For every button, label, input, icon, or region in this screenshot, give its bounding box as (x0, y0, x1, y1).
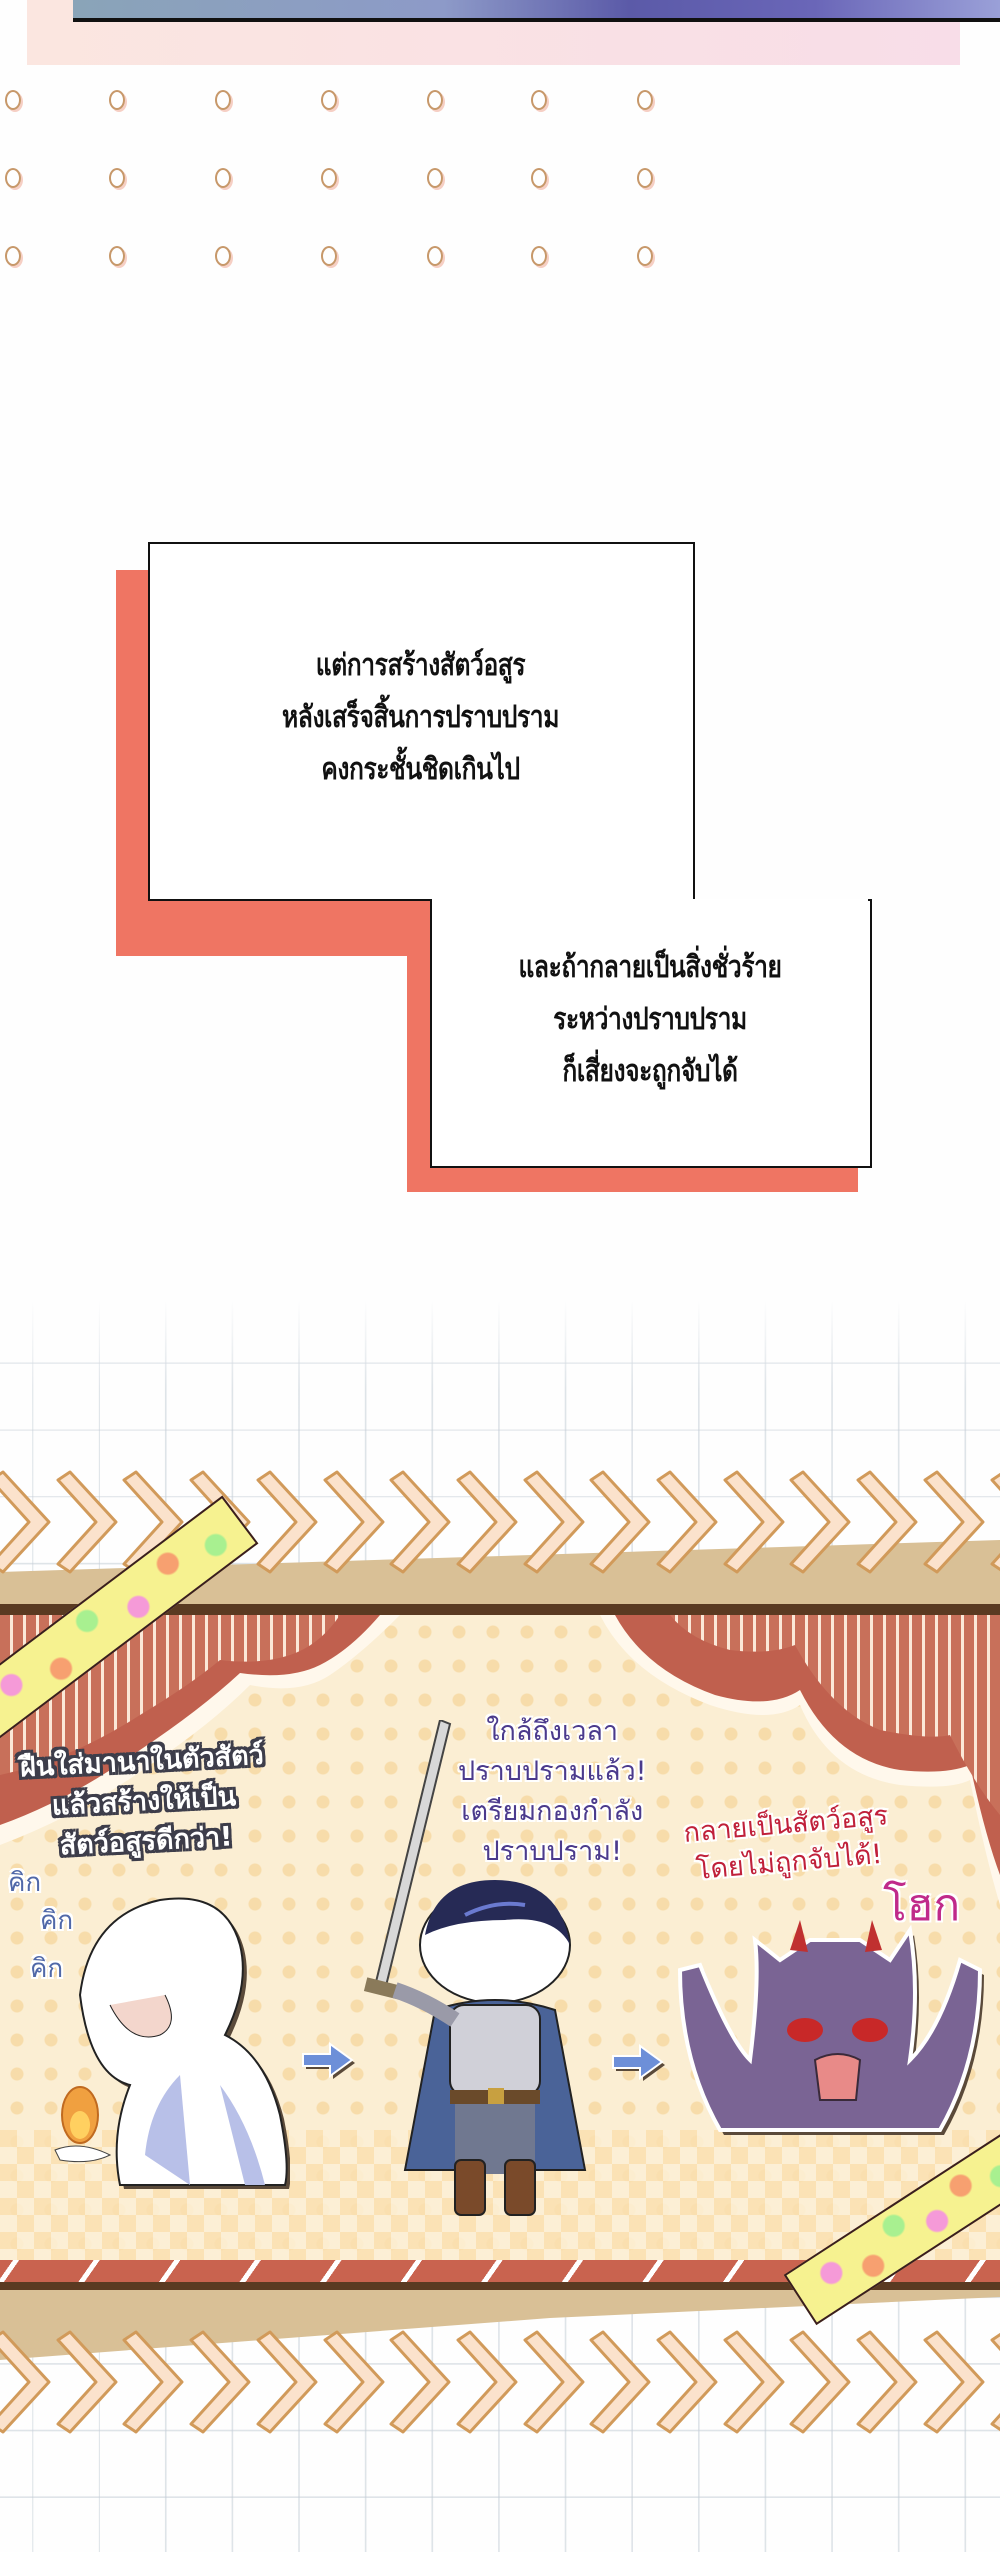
chevron-icon (990, 2332, 1000, 2432)
chevron-icon (789, 1470, 851, 1574)
ring-dot (531, 246, 547, 266)
giggle-sfx-2: คิก (40, 1906, 74, 1936)
knight-speech: ใกล้ถึงเวลา ปราบปรามแล้ว! เตรียมกองกำลัง… (458, 1712, 646, 1872)
caption-left-border (148, 542, 150, 901)
ring-dot (321, 246, 337, 266)
chevron-icon (256, 1470, 318, 1574)
chevron-icon (56, 1470, 118, 1574)
chevron-icon (856, 2330, 918, 2434)
chevron-icon (389, 1470, 451, 1574)
ring-dot (637, 90, 653, 110)
ring-dot (109, 246, 125, 266)
ring-dot (321, 168, 337, 188)
caption-2-line: ก็เสี่ยงจะถูกจับได้ (562, 1054, 738, 1089)
chevron-icon (323, 2330, 384, 2434)
purple-monster-illustration (677, 1920, 984, 2135)
caption-1-line: หลังเสร็จสิ้นการปราบปราม (281, 700, 560, 735)
ring-dot (427, 90, 443, 110)
chevron-icon (389, 2330, 451, 2434)
chevron-icon (456, 2330, 518, 2434)
arrow-right-icon (612, 2044, 665, 2081)
chevron-icon (523, 1470, 585, 1574)
chevron-row-bottom (0, 2330, 1000, 2434)
caption-2-text: และถ้ากลายเป็นสิ่งชั่วร้าย ระหว่างปราบปร… (471, 942, 829, 1098)
ring-dot (427, 168, 443, 188)
ring-dot (531, 90, 547, 110)
chevron-icon (589, 2330, 651, 2434)
ring-dot (5, 168, 21, 188)
wizard-speech: ฝืนใส่มานาในตัวสัตว์ แล้วสร้างให้เป็น สั… (19, 1736, 269, 1869)
chevron-icon (122, 2330, 184, 2434)
ring-dot (637, 246, 653, 266)
knight-speech-line: ปราบปรามแล้ว! (458, 1756, 647, 1787)
caption-1-text: แต่การสร้างสัตว์อสูร หลังเสร็จสิ้นการปรา… (197, 640, 644, 796)
knight-speech-line: เตรียมกองกำลัง (461, 1796, 644, 1827)
ring-dots-decoration (0, 0, 700, 300)
ring-dot (637, 168, 653, 188)
chevron-icon (323, 1470, 384, 1574)
stage-top-border (0, 1604, 1000, 1615)
chibi-knight-illustration (363, 1720, 587, 2216)
knight-speech-line: ปราบปราม! (482, 1836, 622, 1867)
ring-dot (5, 246, 21, 266)
caption-2-line: ระหว่างปราบปราม (553, 1002, 747, 1037)
curtain-right (600, 1615, 1000, 1905)
ring-dot (109, 90, 125, 110)
ring-dot (531, 168, 547, 188)
ring-dot (109, 168, 125, 188)
caption-2-line: และถ้ากลายเป็นสิ่งชั่วร้าย (518, 950, 782, 985)
chevron-icon (256, 2330, 318, 2434)
chevron-icon (0, 1470, 51, 1574)
caption-box-joint (150, 544, 693, 901)
chevron-icon (923, 1470, 985, 1574)
chevron-icon (923, 2330, 985, 2434)
ring-dot (5, 90, 21, 110)
chevron-icon (523, 2330, 585, 2434)
chevron-icon (656, 2330, 718, 2434)
chevron-icon (723, 1470, 785, 1574)
caption-1-line: แต่การสร้างสัตว์อสูร (315, 648, 526, 683)
stage-bottom-border (0, 2282, 1000, 2293)
caption-1-line: คงกระชั้นชิดเกินไป (321, 752, 520, 787)
ring-dot (215, 246, 231, 266)
chevron-icon (723, 2330, 785, 2434)
chevron-icon (589, 1470, 651, 1574)
chevron-icon (56, 2330, 118, 2434)
ring-dot (321, 90, 337, 110)
giggle-sfx-1: คิก (8, 1868, 42, 1898)
hooded-wizard-illustration (54, 1897, 290, 2189)
knight-speech-line: ใกล้ถึงเวลา (486, 1716, 619, 1747)
giggle-sfx-3: คิก (30, 1954, 64, 1984)
grid-fade (0, 1300, 1000, 1390)
chevron-icon (656, 1470, 718, 1574)
caption-box-2 (430, 899, 872, 1168)
chevron-row-top (0, 1470, 1000, 1574)
caption-inner-fill (432, 899, 868, 903)
chevron-icon (789, 2330, 851, 2434)
ring-dot (215, 168, 231, 188)
chevron-icon (189, 2330, 251, 2434)
arrow-right-icon (302, 2042, 355, 2079)
roar-sfx: โฮก (883, 1880, 961, 1931)
ring-dot (215, 90, 231, 110)
caption-left-edge (148, 899, 432, 901)
chevron-icon (990, 1472, 1000, 1572)
chevron-icon (0, 2330, 51, 2434)
chevron-icon (856, 1470, 918, 1574)
stage-bottom-stripe (0, 2260, 1000, 2282)
ring-dot (427, 246, 443, 266)
caption-box-joint-right (693, 542, 695, 901)
chevron-icon (456, 1470, 518, 1574)
previous-panel-image (73, 0, 1000, 22)
